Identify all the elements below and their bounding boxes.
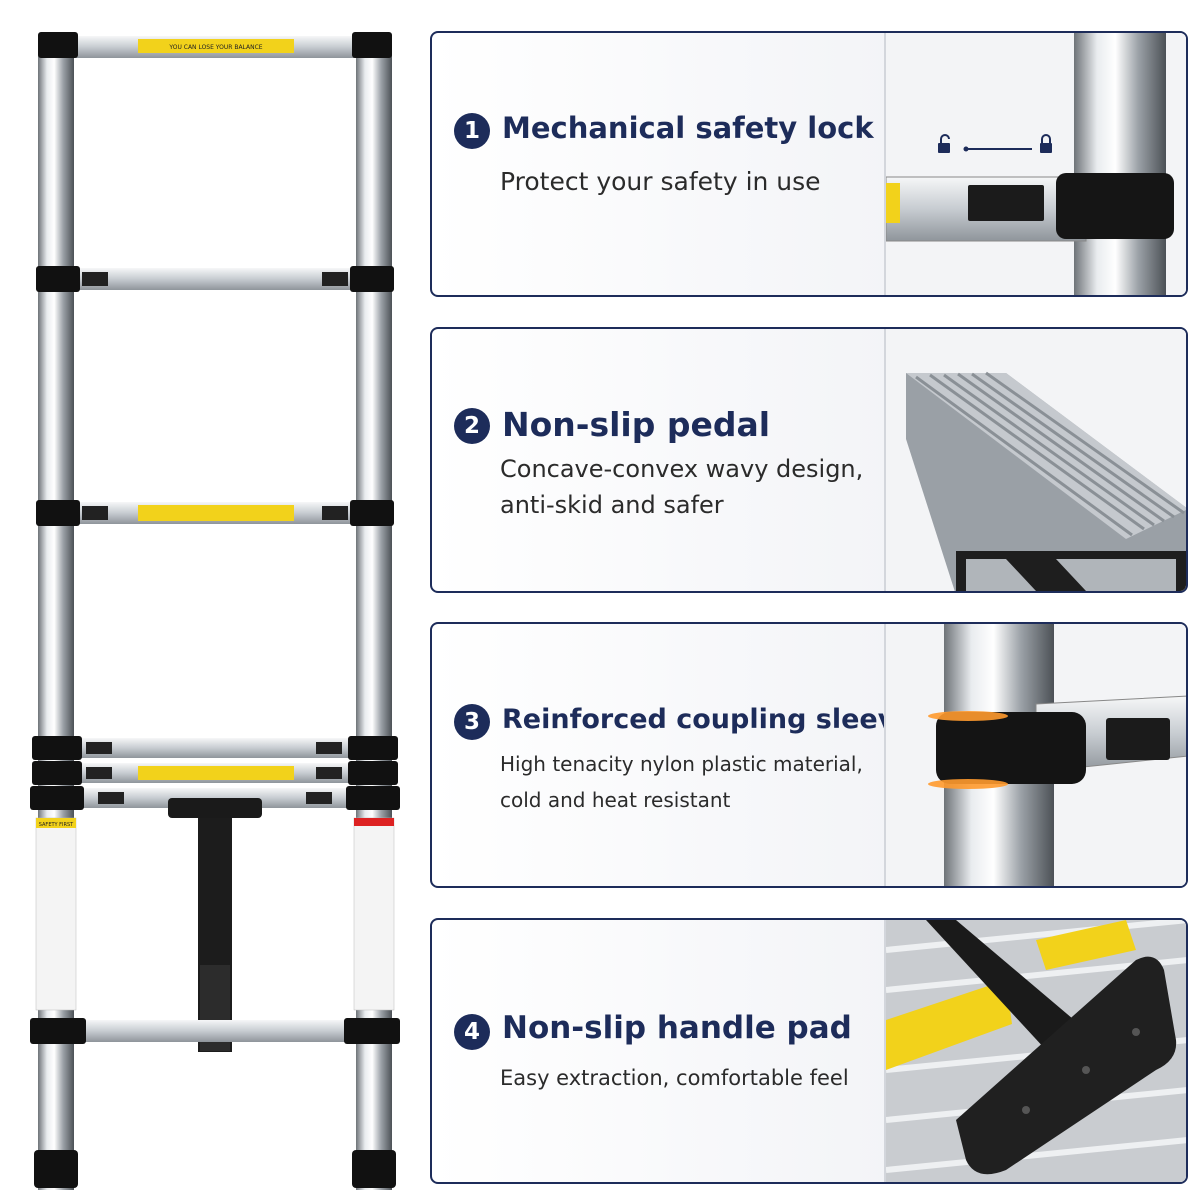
feature-number-badge: 3: [454, 704, 490, 740]
feature-desc-line: anti-skid and safer: [500, 491, 724, 519]
feature-number-badge: 2: [454, 408, 490, 444]
t-handle-strap: [168, 798, 262, 1052]
feature-title: Non-slip pedal: [502, 405, 771, 444]
top-warning-label: YOU CAN LOSE YOUR BALANCE: [168, 44, 262, 51]
feature-title: Reinforced coupling sleeve: [502, 704, 914, 735]
unlock-icon: [938, 134, 950, 153]
feature-desc-line: High tenacity nylon plastic material,: [500, 752, 863, 776]
safety-first-label: SAFETY FIRST: [39, 822, 74, 828]
coupling-sleeve-photo: [884, 624, 1186, 886]
collapsed-rung-stack: [30, 736, 400, 810]
handle-pad-photo: [884, 920, 1186, 1182]
feature-card-coupling-sleeve: 3 Reinforced coupling sleeve High tenaci…: [430, 622, 1188, 888]
feature-text: 4 Non-slip handle pad Easy extraction, c…: [452, 920, 892, 1182]
ladder-rung: [36, 266, 394, 292]
feature-desc-line: Easy extraction, comfortable feel: [500, 1066, 849, 1090]
ladder-rung: [36, 500, 394, 526]
feature-desc-line: cold and heat resistant: [500, 788, 731, 812]
feature-text: 3 Reinforced coupling sleeve High tenaci…: [452, 624, 914, 886]
feature-number-badge: 4: [454, 1014, 490, 1050]
feature-title: Mechanical safety lock: [502, 111, 874, 145]
feature-card-handle-pad: 4 Non-slip handle pad Easy extraction, c…: [430, 918, 1188, 1184]
feature-text: 1 Mechanical safety lock Protect your sa…: [452, 33, 892, 295]
feature-desc-line: Protect your safety in use: [500, 167, 821, 196]
feature-desc-line: Concave-convex wavy design,: [500, 455, 864, 483]
feature-number-badge: 1: [454, 113, 490, 149]
safety-lock-photo: [884, 33, 1186, 295]
telescopic-ladder-image: YOU CAN LOSE YOUR BALANCE: [0, 0, 420, 1200]
pedal-photo: [884, 329, 1186, 591]
ladder-drawing: YOU CAN LOSE YOUR BALANCE: [30, 32, 400, 1190]
feature-card-safety-lock: 1 Mechanical safety lock Protect your sa…: [430, 31, 1188, 297]
feature-title: Non-slip handle pad: [502, 1010, 852, 1046]
feature-card-pedal: 2 Non-slip pedal Concave-convex wavy des…: [430, 327, 1188, 593]
lock-icon: [1040, 134, 1052, 153]
feature-text: 2 Non-slip pedal Concave-convex wavy des…: [452, 329, 892, 591]
